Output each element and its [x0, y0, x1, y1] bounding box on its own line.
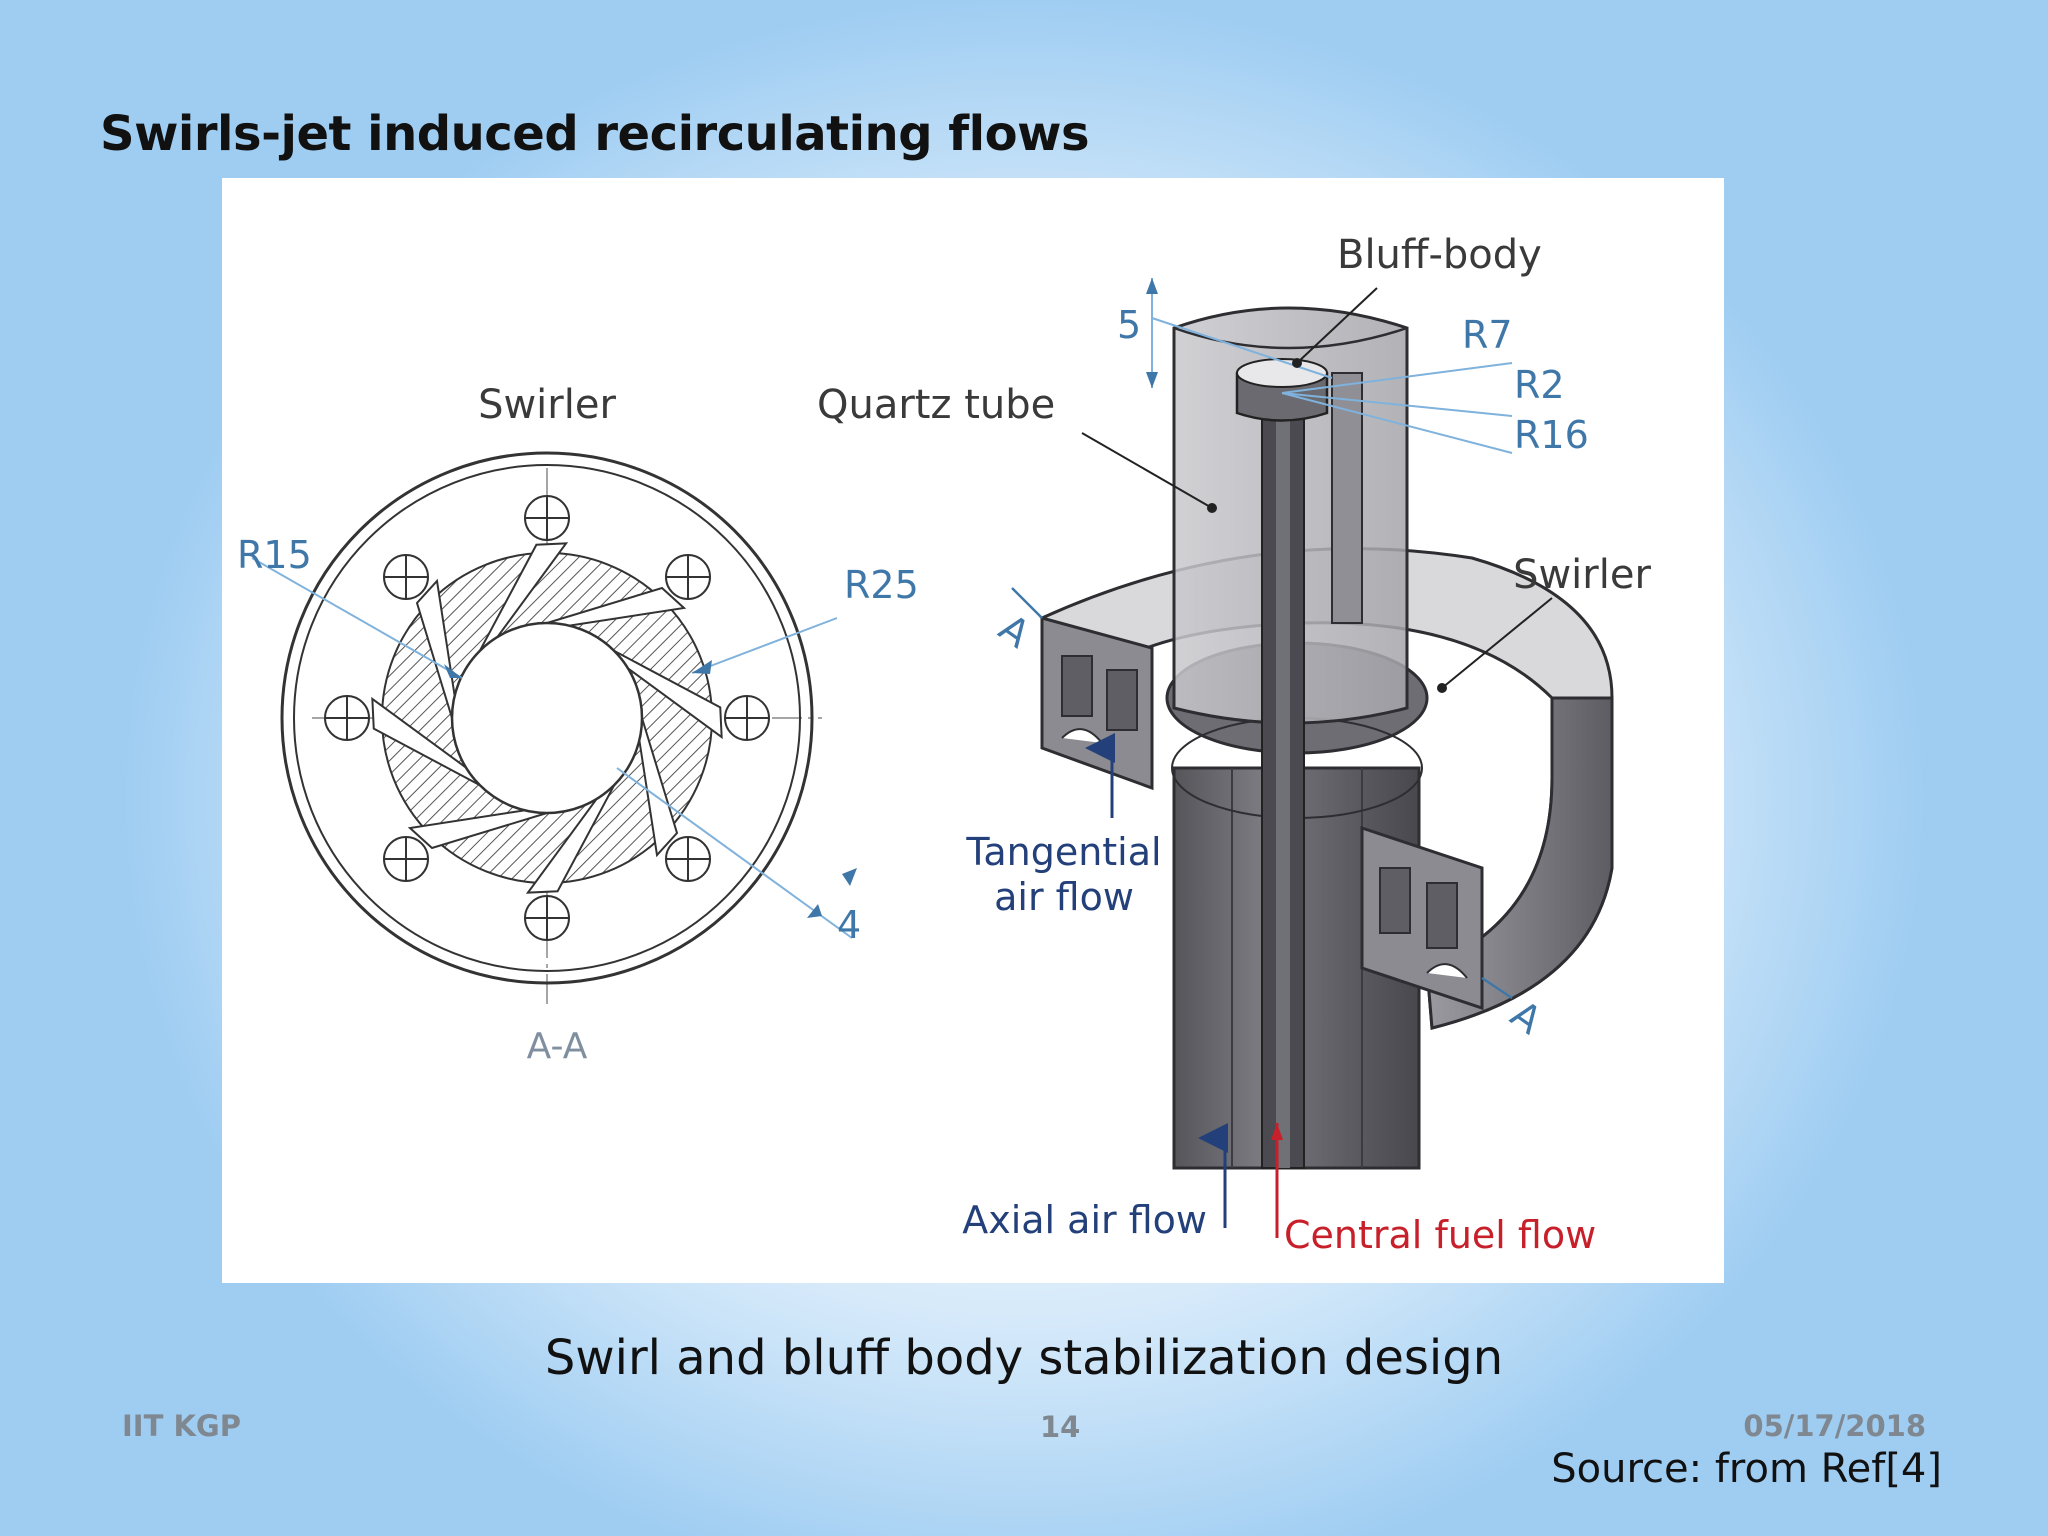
tangential-flow-label: Tangential	[965, 830, 1161, 874]
fuel-lance	[1261, 387, 1305, 1169]
r15-label: R15	[237, 533, 312, 577]
burner-assembly-view: Bluff-body Quartz tube Swirler 5 R7 R2 R…	[817, 232, 1651, 1257]
section-title: Swirler	[478, 382, 616, 428]
figure-caption: Swirl and bluff body stabilization desig…	[544, 1330, 1504, 1386]
diagram-panel: Swirler R15 R25 4 A-A	[222, 178, 1724, 1283]
r7-label: R7	[1462, 313, 1513, 357]
swirl-vanes	[371, 542, 723, 894]
r16-label: R16	[1514, 413, 1589, 457]
tangential-flow-label-2: air flow	[994, 875, 1134, 919]
offset-label: 5	[1117, 303, 1141, 347]
r25-label: R25	[844, 563, 919, 607]
swirl-burner-diagram: Swirler R15 R25 4 A-A	[237, 232, 1651, 1257]
source-citation: Source: from Ref[4]	[1551, 1446, 1942, 1492]
page-number: 14	[1040, 1410, 1081, 1444]
slide-title: Swirls-jet induced recirculating flows	[100, 106, 1090, 162]
section-marker-a-left: A	[991, 606, 1038, 657]
vane-gap-label: 4	[837, 903, 861, 947]
quartz-tube-label: Quartz tube	[817, 382, 1055, 428]
bluff-body	[1235, 358, 1329, 422]
section-aa-label: A-A	[527, 1026, 588, 1067]
bolt-holes	[324, 495, 770, 941]
central-fuel-label: Central fuel flow	[1284, 1213, 1596, 1257]
bluff-body-label: Bluff-body	[1337, 232, 1542, 278]
r2-label: R2	[1514, 363, 1565, 407]
axial-air-label: Axial air flow	[962, 1198, 1207, 1242]
footer-institution: IIT KGP	[122, 1409, 241, 1443]
footer-date: 05/17/2018	[1743, 1409, 1926, 1443]
swirler-section-view: Swirler R15 R25 4 A-A	[237, 382, 919, 1067]
outer-ring	[280, 451, 814, 985]
swirler-label: Swirler	[1513, 552, 1651, 598]
